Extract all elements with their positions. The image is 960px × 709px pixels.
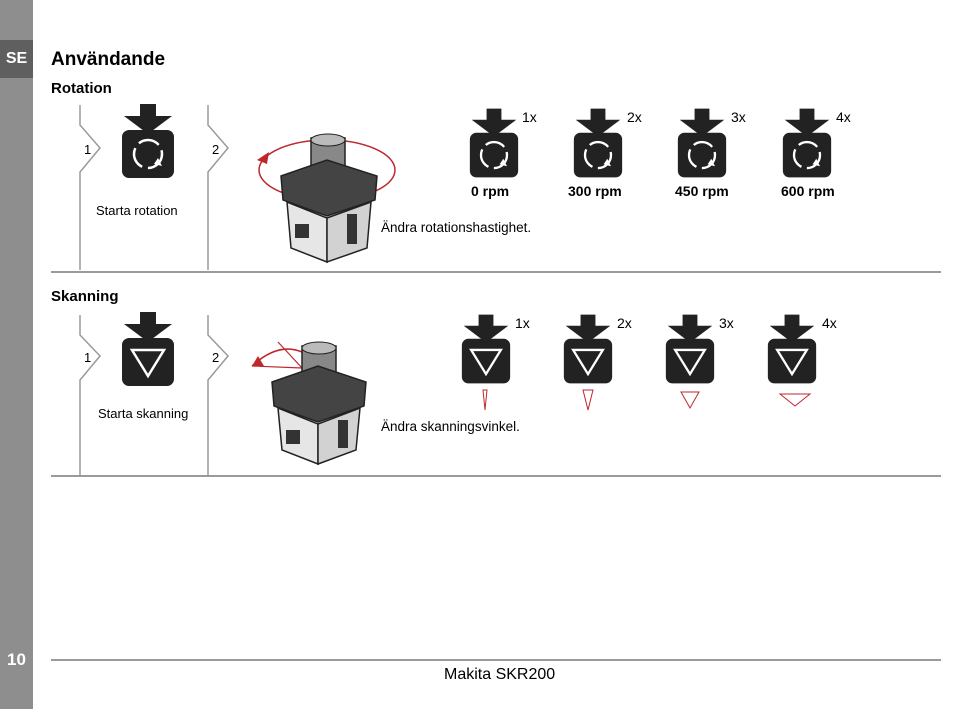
scan-angle-narrowest-icon [482,389,488,411]
scanning-step1-number: 1 [84,350,92,365]
scanning-step2-caption: Ändra skanningsvinkel. [381,419,520,434]
scan-angle-narrow-icon [582,389,594,411]
rotation-title: Rotation [51,80,112,97]
page-heading: Användande [51,49,166,70]
rotation-button-icon [677,108,727,178]
rotation-press-4x: 4x [836,109,851,125]
laser-unit-rotating [257,133,396,264]
laser-unit-scanning [251,341,367,466]
scan-button-icon [563,314,613,384]
scan-button-icon [767,314,817,384]
rotation-button-icon [782,108,832,178]
rotation-speed-0: 0 rpm [471,183,510,199]
scan-button-icon [122,312,174,386]
scanning-title: Skanning [51,288,119,305]
scanning-press-3x: 3x [719,315,734,331]
rotation-step1-number: 1 [84,142,92,157]
scan-angle-widest-icon [778,393,812,407]
rotation-button-icon [122,104,174,178]
rotation-press-1x: 1x [522,109,537,125]
footer-model: Makita SKR200 [444,666,556,683]
language-tab: SE [0,40,33,78]
sidebar: SE 10 [0,0,33,709]
rotation-step1-caption: Starta rotation [96,203,178,218]
rotation-press-2x: 2x [627,109,642,125]
page-number: 10 [7,650,26,669]
scan-button-icon [665,314,715,384]
rotation-speed-450: 450 rpm [675,183,729,199]
rotation-press-3x: 3x [731,109,746,125]
scan-button-icon [461,314,511,384]
scanning-press-1x: 1x [515,315,530,331]
scanning-press-4x: 4x [822,315,837,331]
scanning-divider [51,475,941,477]
scanning-step2-number: 2 [212,350,220,365]
footer-divider [51,659,941,661]
rotation-button-icon [573,108,623,178]
scanning-step1-caption: Starta skanning [98,406,189,421]
rotation-speed-300: 300 rpm [568,183,622,199]
rotation-speed-600: 600 rpm [781,183,835,199]
rotation-step2-caption: Ändra rotationshastighet. [381,220,532,235]
scanning-press-2x: 2x [617,315,632,331]
rotation-divider [51,271,941,273]
rotation-step2-number: 2 [212,142,220,157]
rotation-button-icon [469,108,519,178]
scan-angle-wide-icon [680,391,700,410]
